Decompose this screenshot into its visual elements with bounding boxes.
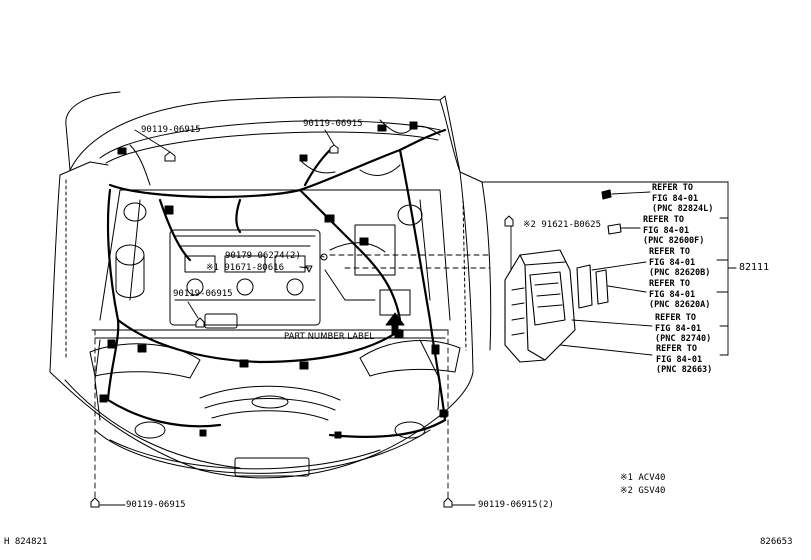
- harness-connectors: [99, 121, 448, 439]
- clip-label-center: ※1 91671-80616: [206, 263, 284, 273]
- refer-block-line: FIG 84-01: [655, 323, 702, 334]
- refer-block-line: FIG 84-01: [649, 289, 696, 300]
- refer-block-line: REFER TO: [652, 183, 693, 193]
- refer-block-line: FIG 84-01: [652, 193, 699, 204]
- refer-block-line: (PNC 82663): [656, 365, 713, 375]
- nut-label-center: 90179-06274(2): [225, 251, 301, 261]
- refer-block-line: REFER TO: [656, 344, 697, 354]
- refer-block-line: FIG 84-01: [649, 257, 696, 268]
- refer-block-6: REFER TO FIG 84-01 (PNC 82663): [656, 344, 712, 376]
- refer-block-line: FIG 84-01: [656, 354, 703, 365]
- wire-harness: [106, 128, 447, 438]
- bolt-label-top-center: 90119-06915: [303, 119, 363, 129]
- bolt-label-right: ※2 91621-B0625: [523, 220, 601, 230]
- dashed-guides: [94, 254, 491, 499]
- refer-block-line: REFER TO: [643, 215, 684, 225]
- bolt-label-bottom-left: 90119-06915: [126, 500, 186, 510]
- engine-block: [115, 202, 423, 329]
- refer-block-4: REFER TO FIG 84-01 (PNC 82620A): [649, 279, 710, 311]
- hood-outline: [65, 91, 461, 173]
- refer-block-line: (PNC 82740): [655, 334, 712, 344]
- body-outline: [49, 161, 492, 479]
- refer-block-3: REFER TO FIG 84-01 (PNC 82620B): [649, 247, 710, 279]
- refer-block-1: REFER TO FIG 84-01 (PNC 82824L): [652, 183, 713, 215]
- bolt-label-bottom-right: 90119-06915(2): [478, 500, 554, 510]
- legend-note-2: ※2 GSV40: [620, 486, 666, 496]
- leader-lines: [99, 129, 512, 506]
- refer-block-2: REFER TO FIG 84-01 (PNC 82600F): [643, 215, 704, 247]
- refer-block-5: REFER TO FIG 84-01 (PNC 82740): [655, 313, 711, 345]
- refer-block-line: (PNC 82620A): [649, 300, 711, 310]
- illustration-code-left: H 824821: [4, 537, 48, 547]
- refer-block-line: (PNC 82620B): [649, 268, 711, 278]
- illustration-code-right: 826653: [760, 537, 793, 547]
- callout-bracket: [481, 181, 737, 356]
- relay-block: [504, 189, 622, 363]
- refer-block-line: (PNC 82600F): [643, 236, 705, 246]
- refer-block-line: REFER TO: [649, 279, 690, 289]
- part-number-arrow: [385, 312, 405, 336]
- refer-block-line: REFER TO: [655, 313, 696, 323]
- bolt-label-top-left: 90119-06915: [141, 125, 201, 135]
- assembly-number: 82111: [739, 262, 770, 273]
- bolt-label-mid-left: 90119-06915: [173, 289, 233, 299]
- legend-note-1: ※1 ACV40: [620, 473, 666, 483]
- fastener-icons: [90, 144, 514, 508]
- part-number-label-text: PART NUMBER LABEL: [284, 332, 374, 342]
- refer-block-line: (PNC 82824L): [652, 204, 714, 214]
- refer-block-line: REFER TO: [649, 247, 690, 257]
- refer-block-line: FIG 84-01: [643, 225, 690, 236]
